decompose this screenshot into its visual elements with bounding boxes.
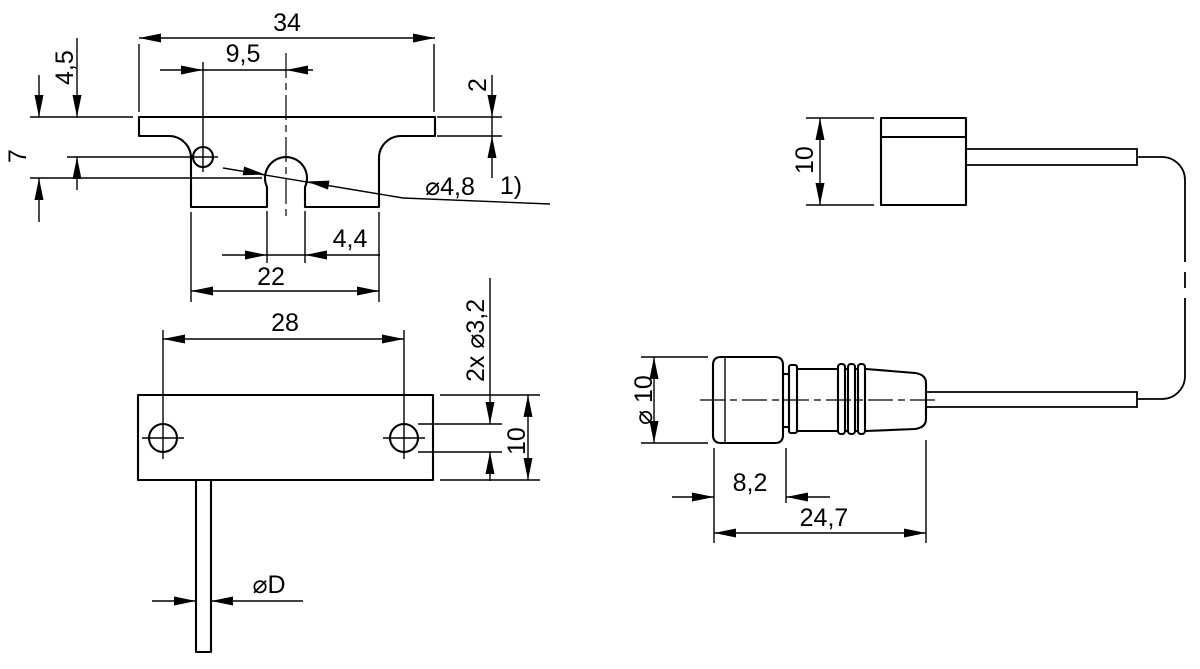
dim-label: 28 <box>271 309 299 337</box>
arrowhead <box>174 596 196 606</box>
plan-view: 28 2x ⌀3,2 10 ⌀D <box>136 278 540 654</box>
arrowhead <box>245 250 267 260</box>
dim-label: ⌀D <box>252 571 285 599</box>
arrowhead <box>34 95 44 117</box>
sensor-body-outline <box>879 116 968 207</box>
connector-flange <box>787 363 799 435</box>
arrowhead <box>72 95 82 117</box>
arrowhead <box>286 65 308 75</box>
dim-hole-spacing-28: 28 <box>163 309 404 344</box>
arrowhead <box>181 65 203 75</box>
arrowhead <box>815 183 825 205</box>
arrowhead <box>485 452 495 474</box>
dim-hole-depth-4-5: 4,5 <box>51 38 82 190</box>
cable-sleeve-lower <box>926 391 1138 408</box>
dim-label: 22 <box>257 263 285 291</box>
dim-label: 24,7 <box>800 504 849 532</box>
arrowhead <box>523 395 533 417</box>
dim-label: 2 <box>464 78 492 92</box>
arrowhead <box>523 458 533 480</box>
arrowhead <box>34 178 44 200</box>
dim-label: 9,5 <box>226 40 261 68</box>
dim-dome-depth-7: 7 <box>4 75 44 222</box>
dim-plate-height-10: 10 <box>440 394 540 481</box>
dim-label: 2x ⌀3,2 <box>462 299 490 382</box>
dim-label: 10 <box>791 146 819 174</box>
plate-outline <box>136 393 435 482</box>
dim-hole-offset-9-5: 9,5 <box>160 40 313 75</box>
dim-label: 8,2 <box>733 469 768 497</box>
sensor-view: 10 <box>791 116 968 207</box>
dim-total-length-24-7: 24,7 <box>714 440 927 543</box>
arrowhead <box>714 528 736 538</box>
arrowhead <box>305 250 327 260</box>
dim-dome-diameter-4-8: ⌀4,8 1) <box>222 166 551 205</box>
arrowhead <box>72 157 82 179</box>
dim-label: ⌀ 10 <box>630 375 658 425</box>
dim-label: 4,5 <box>51 50 79 85</box>
connector-rib <box>856 362 867 436</box>
arrowhead <box>649 357 659 379</box>
cable <box>926 148 1186 408</box>
connector-nose <box>865 367 928 433</box>
connector-view: ⌀ 10 8,2 24,7 <box>630 355 938 543</box>
dim-cap-length-8-2: 8,2 <box>672 448 830 543</box>
cable-sleeve-upper <box>966 148 1138 166</box>
footnote-reference: 1) <box>500 172 522 200</box>
connector-rib <box>836 362 847 436</box>
dim-flange-thickness-2: 2 <box>437 75 502 178</box>
arrowhead <box>413 33 435 43</box>
arrowhead <box>139 33 161 43</box>
arrowhead <box>211 596 233 606</box>
arrowhead <box>382 334 404 344</box>
arrowhead <box>191 286 213 296</box>
dim-web-width-22: 22 <box>190 212 380 302</box>
dim-label: 34 <box>273 9 301 37</box>
bracket-outline <box>137 115 437 209</box>
dim-tube-diameter-D: ⌀D <box>152 571 303 606</box>
dim-sensor-size-10: 10 <box>791 117 874 206</box>
connector-rib <box>846 362 857 436</box>
arrowhead <box>487 95 497 117</box>
arrowhead <box>163 334 185 344</box>
dim-label: 10 <box>503 427 531 455</box>
dim-width-34: 34 <box>138 9 435 112</box>
arrowhead <box>487 136 497 158</box>
arrowhead <box>815 118 825 140</box>
dim-label: 7 <box>4 149 32 163</box>
cable-wire <box>1137 156 1186 400</box>
leader-line <box>402 197 551 205</box>
front-view: 34 9,5 4,5 7 <box>4 9 551 302</box>
arrowhead <box>649 421 659 443</box>
arrowhead <box>904 528 926 538</box>
dim-label: ⌀4,8 <box>425 173 475 201</box>
dim-slot-width-4-4: 4,4 <box>222 211 380 263</box>
arrowhead <box>307 180 330 190</box>
arrowhead <box>786 492 808 502</box>
arrowhead <box>485 402 495 424</box>
dim-connector-diameter-10: ⌀ 10 <box>630 356 708 444</box>
dim-label: 4,4 <box>333 225 368 253</box>
dim-mounting-holes-3-2: 2x ⌀3,2 <box>418 278 502 481</box>
arrowhead <box>692 492 714 502</box>
tube-outline <box>194 480 213 654</box>
arrowhead <box>242 166 265 176</box>
arrowhead <box>357 286 379 296</box>
